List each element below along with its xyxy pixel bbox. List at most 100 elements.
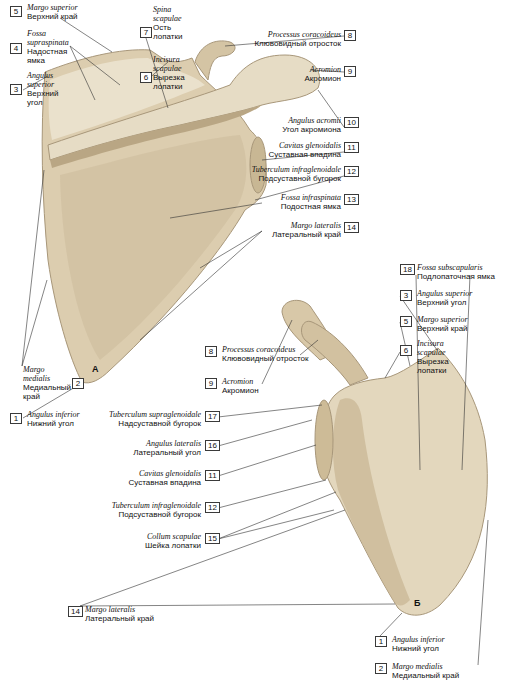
latin-term: Acromion	[222, 377, 302, 386]
callout-box: 1Angulus inferiorНижний угол	[375, 636, 387, 647]
leader-line	[218, 420, 312, 446]
callout-number: 18	[401, 265, 414, 274]
term-label: Processus coracoideusКлювовидный отросто…	[241, 30, 341, 48]
russian-term: Суставная впадина	[251, 150, 341, 159]
russian-term: Суставная впадина	[111, 478, 201, 487]
latin-term: Incisura scapulae	[153, 55, 197, 73]
russian-term: Акромион	[222, 386, 302, 395]
callout-box: 12Tuberculum infraglenoidaleПодсуставной…	[344, 166, 359, 177]
callout-number: 2	[73, 379, 83, 388]
leader-line	[218, 492, 336, 539]
callout-number: 12	[206, 503, 219, 512]
lateral-pillar-shade	[333, 398, 410, 605]
russian-term: Латеральный край	[85, 614, 195, 623]
callout-number: 1	[11, 414, 21, 423]
term-label: Processus coracoideusКлювовидный отросто…	[222, 345, 332, 363]
latin-term: Margo lateralis	[251, 221, 341, 230]
coracoid-process	[195, 41, 235, 80]
term-label: Margo medialisМедиальный край	[23, 365, 69, 401]
latin-term: Processus coracoideus	[222, 345, 332, 354]
callout-box: 9AcromionАкромион	[205, 378, 217, 389]
russian-term: Латеральный угол	[111, 448, 201, 457]
callout-box: 4Fossa supraspinataНадостная ямка	[10, 43, 22, 54]
callout-number: 17	[206, 412, 219, 421]
russian-term: Подлопаточная ямка	[417, 272, 527, 281]
latin-term: Spina scapulae	[153, 5, 197, 23]
term-label: Fossa infraspinataПодостная ямка	[251, 193, 341, 211]
latin-term: Acromion	[281, 65, 341, 74]
term-label: Tuberculum infraglenoidaleПодсуставной б…	[231, 165, 341, 183]
leader-line	[200, 231, 262, 268]
latin-term: Angulus acromii	[261, 116, 341, 125]
latin-term: Angulus lateralis	[111, 439, 201, 448]
callout-number: 10	[345, 118, 358, 127]
term-label: Fossa supraspinataНадостная ямка	[27, 29, 73, 65]
russian-term: Шейка лопатки	[111, 541, 201, 550]
leader-line	[218, 445, 316, 476]
callout-box: 5Margo superiorВерхний край	[10, 6, 22, 17]
latin-term: Margo lateralis	[85, 605, 195, 614]
leader-line	[385, 352, 400, 378]
latin-term: Cavitas glenoidalis	[251, 141, 341, 150]
russian-term: Клювовидный отросток	[222, 354, 332, 363]
term-label: AcromionАкромион	[222, 377, 302, 395]
callout-number: 14	[345, 223, 358, 232]
scapular-spine	[48, 55, 320, 160]
callout-number: 16	[206, 441, 219, 450]
callout-box: 3Angulus superiorВерхний угол	[400, 290, 412, 301]
term-label: Margo lateralisЛатеральный край	[85, 605, 195, 623]
callout-number: 11	[206, 471, 219, 480]
callout-number: 11	[345, 143, 358, 152]
russian-term: Латеральный край	[251, 230, 341, 239]
russian-term: Клювовидный отросток	[241, 39, 341, 48]
leader-line	[218, 405, 322, 417]
russian-term: Верхний край	[27, 12, 107, 21]
latin-term: Angulus inferior	[392, 635, 492, 644]
callout-number: 8	[345, 31, 355, 40]
callout-box: 6Incisura scapulaeВырезка лопатки	[400, 345, 412, 356]
russian-term: Ость лопатки	[153, 23, 197, 41]
callout-number: 5	[11, 7, 21, 16]
term-label: Margo superiorВерхний край	[417, 315, 517, 333]
callout-box: 18Fossa subscapularisПодлопаточная ямка	[400, 264, 415, 275]
callout-box: 13Fossa infraspinataПодостная ямка	[344, 194, 359, 205]
term-label: Angulus inferiorНижний угол	[27, 410, 117, 428]
latin-term: Incisura scapulae	[417, 339, 461, 357]
callout-box: 16Angulus lateralisЛатеральный угол	[205, 440, 220, 451]
term-label: Tuberculum supraglenoidaleНадсуставной б…	[91, 410, 201, 428]
latin-term: Margo superior	[27, 3, 107, 12]
callout-box: 6Incisura scapulaeВырезка лопатки	[140, 72, 152, 83]
term-label: Margo lateralisЛатеральный край	[251, 221, 341, 239]
callout-number: 4	[11, 44, 21, 53]
callout-box: 11Cavitas glenoidalisСуставная впадина	[344, 142, 359, 153]
latin-term: Angulus superior	[27, 71, 67, 89]
leader-line	[380, 613, 402, 636]
leader-line	[400, 322, 410, 366]
russian-term: Подостная ямка	[251, 202, 341, 211]
callout-number: 7	[141, 28, 151, 37]
callout-box: 7Spina scapulaeОсть лопатки	[140, 27, 152, 38]
infraspinous-fossa-shade	[60, 135, 246, 360]
term-label: AcromionАкромион	[281, 65, 341, 83]
callout-number: 1	[376, 637, 386, 646]
russian-term: Угол акромиона	[261, 125, 341, 134]
callout-box: 14Margo lateralisЛатеральный край	[68, 606, 83, 617]
latin-term: Margo medialis	[23, 365, 69, 383]
term-label: Angulus lateralisЛатеральный угол	[111, 439, 201, 457]
term-label: Fossa subscapularisПодлопаточная ямка	[417, 263, 527, 281]
term-label: Angulus inferiorНижний угол	[392, 635, 492, 653]
callout-box: 2Margo medialisМедиальный край	[375, 663, 387, 674]
latin-term: Collum scapulae	[111, 532, 201, 541]
callout-box: 17Tuberculum supraglenoidaleНадсуставной…	[205, 411, 220, 422]
leader-line	[70, 46, 120, 85]
callout-box: 15Collum scapulaeШейка лопатки	[205, 533, 220, 544]
leader-line	[478, 520, 488, 665]
callout-number: 8	[206, 347, 216, 356]
latin-term: Fossa supraspinata	[27, 29, 73, 47]
callout-number: 13	[345, 195, 358, 204]
callout-number: 6	[141, 73, 151, 82]
latin-term: Angulus superior	[417, 289, 517, 298]
latin-term: Tuberculum infraglenoidale	[91, 501, 201, 510]
callout-box: 10Angulus acromiiУгол акромиона	[344, 117, 359, 128]
